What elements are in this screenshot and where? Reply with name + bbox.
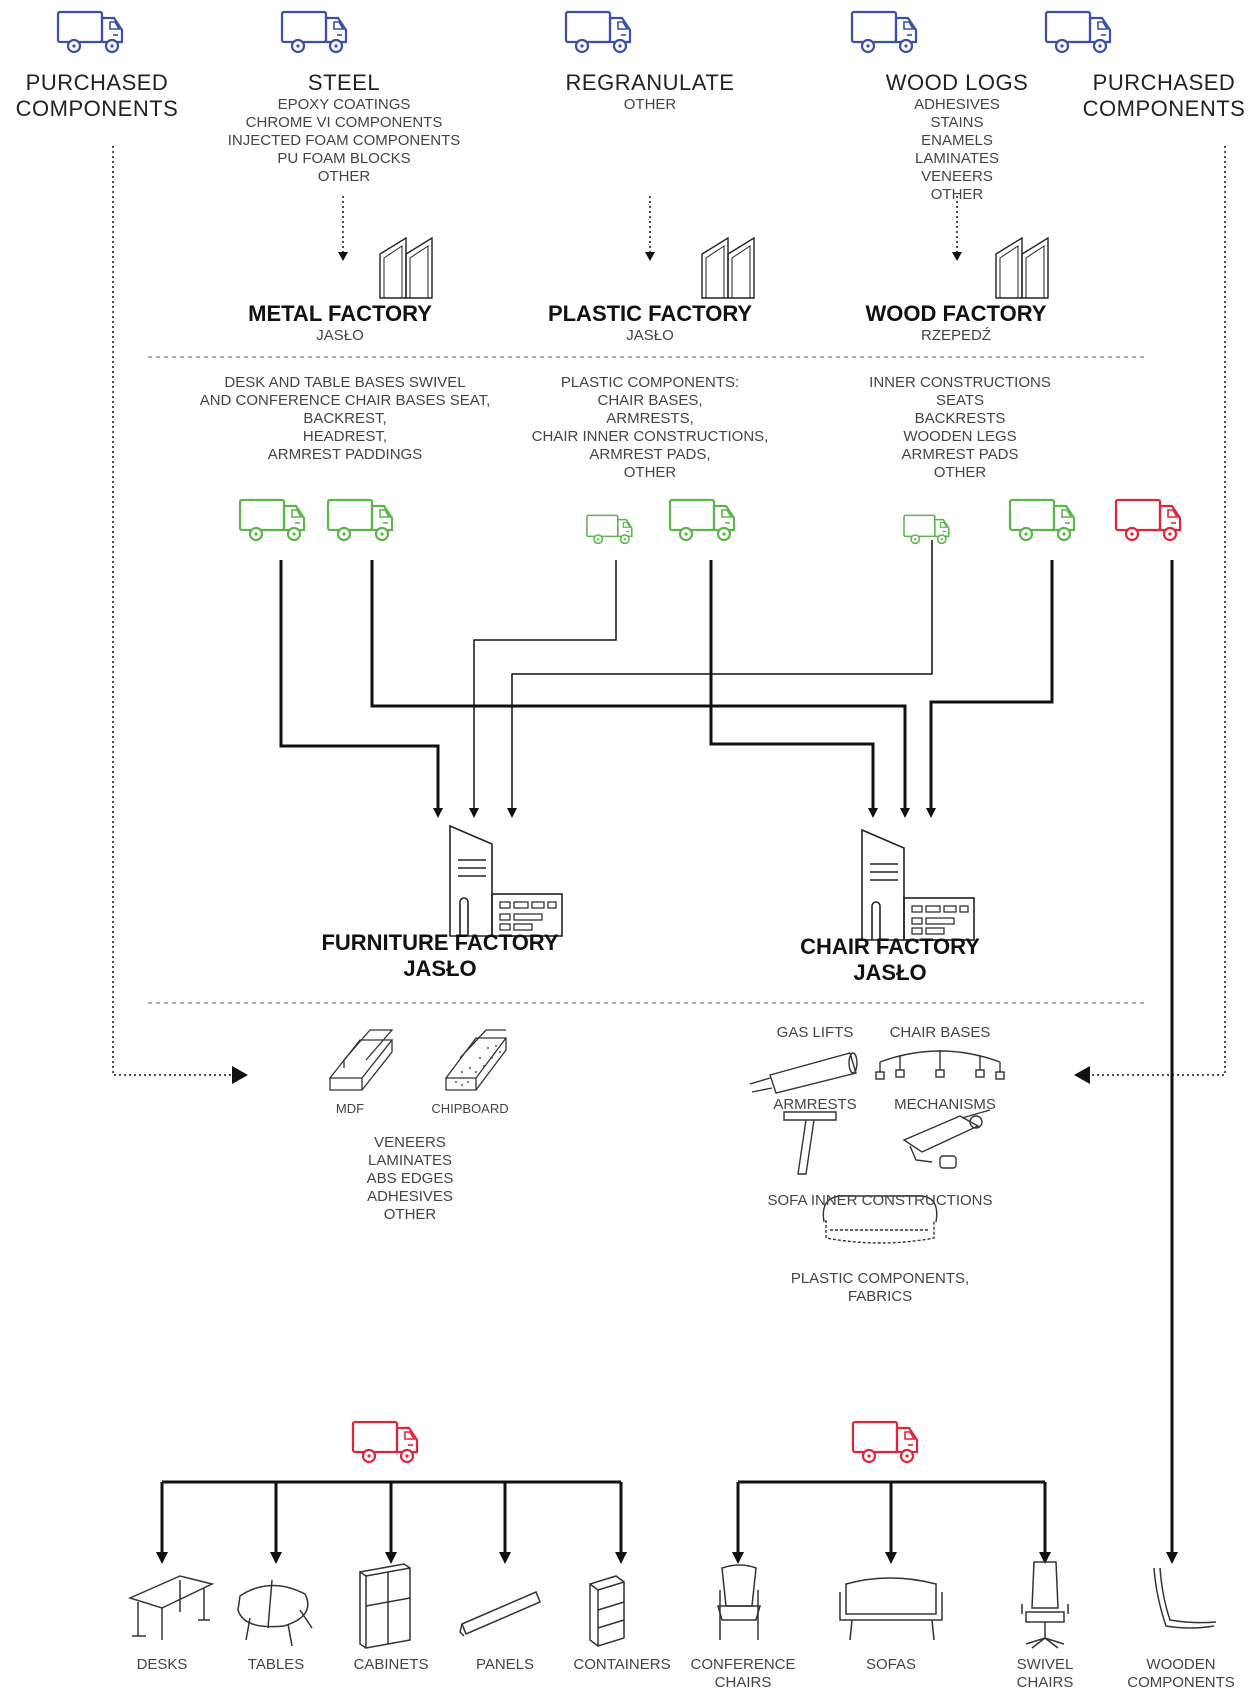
- plastic-factory-outputs: PLASTIC COMPONENTS: CHAIR BASES, ARMREST…: [500, 374, 800, 482]
- factory-icon-furniture: [450, 826, 562, 936]
- product-wooden-components: WOODEN COMPONENTS: [1116, 1656, 1246, 1692]
- product-swivel-chairs: SWIVEL CHAIRS: [1005, 1656, 1085, 1692]
- truck-icon-plastic: [670, 500, 734, 540]
- supplier-item: OTHER: [832, 186, 1082, 204]
- supplier-wood-logs: WOOD LOGS ADHESIVES STAINS ENAMELS LAMIN…: [832, 70, 1082, 204]
- table-icon: [238, 1580, 312, 1646]
- truck-icon-supplier-1: [58, 12, 122, 52]
- supplier-title-regranulate: REGRANULATE: [530, 70, 770, 96]
- chipboard-label: CHIPBOARD: [420, 1101, 520, 1117]
- product-cabinets: CABINETS: [336, 1656, 446, 1674]
- factory-icon-chair: [862, 830, 974, 940]
- supplier-title-purchased-right: PURCHASED COMPONENTS: [1070, 70, 1258, 123]
- factory-name: PLASTIC FACTORY: [520, 301, 780, 327]
- chair-distribution-lines: [738, 1482, 1045, 1552]
- mdf-label: MDF: [320, 1101, 380, 1117]
- chipboard-icon: [446, 1030, 506, 1090]
- furniture-factory-label: FURNITURE FACTORY JASŁO: [300, 930, 580, 983]
- mechanisms-label: MECHANISMS: [880, 1096, 1010, 1114]
- flow-lines-thick: [281, 560, 1052, 808]
- factory-location: JASŁO: [300, 956, 580, 982]
- metal-factory-label: METAL FACTORY JASŁO: [210, 301, 470, 345]
- gas-lift-icon: [750, 1053, 857, 1093]
- supplier-item: CHROME VI COMPONENTS: [194, 114, 494, 132]
- mdf-icon: [330, 1030, 392, 1090]
- container-icon: [590, 1576, 624, 1646]
- truck-icon-furniture-dispatch: [353, 1422, 417, 1462]
- armrest-icon: [784, 1112, 836, 1174]
- product-conference-chairs: CONFERENCE CHAIRS: [678, 1656, 808, 1692]
- furniture-distribution-lines: [162, 1482, 621, 1552]
- chair-bases-label: CHAIR BASES: [876, 1024, 1004, 1042]
- factory-location: JASŁO: [520, 327, 780, 345]
- factory-location: JASŁO: [210, 327, 470, 345]
- factory-icon-metal: [380, 238, 432, 298]
- plastic-factory-label: PLASTIC FACTORY JASŁO: [520, 301, 780, 345]
- supplier-title-steel: STEEL: [194, 70, 494, 96]
- supplier-item: ENAMELS: [832, 132, 1082, 150]
- sofa-inner-label: SOFA INNER CONSTRUCTIONS: [740, 1192, 1020, 1210]
- armrests-label: ARMRESTS: [760, 1096, 870, 1114]
- supplier-title-wood-logs: WOOD LOGS: [832, 70, 1082, 96]
- supplier-regranulate: REGRANULATE OTHER: [530, 70, 770, 114]
- factory-name: FURNITURE FACTORY: [300, 930, 580, 956]
- panel-icon: [460, 1592, 540, 1636]
- sofa-icon: [840, 1578, 942, 1640]
- factory-name: METAL FACTORY: [210, 301, 470, 327]
- supplier-item: EPOXY COATINGS: [194, 96, 494, 114]
- supplier-item: INJECTED FOAM COMPONENTS: [194, 132, 494, 150]
- furniture-other-inputs: VENEERS LAMINATES ABS EDGES ADHESIVES OT…: [330, 1134, 490, 1224]
- wood-factory-label: WOOD FACTORY RZEPEDŹ: [826, 301, 1086, 345]
- cabinet-icon: [360, 1564, 410, 1648]
- chair-factory-label: CHAIR FACTORY JASŁO: [760, 934, 1020, 987]
- product-containers: CONTAINERS: [562, 1656, 682, 1674]
- factory-icon-wood: [996, 238, 1048, 298]
- truck-icon-wooden-components: [1116, 500, 1180, 540]
- metal-factory-outputs: DESK AND TABLE BASES SWIVEL AND CONFEREN…: [170, 374, 520, 464]
- truck-icon-wood-small: [904, 515, 949, 543]
- factory-location: JASŁO: [760, 960, 1020, 986]
- supplier-item: LAMINATES: [832, 150, 1082, 168]
- product-sofas: SOFAS: [846, 1656, 936, 1674]
- supplier-item: VENEERS: [832, 168, 1082, 186]
- swivel-chair-icon: [1022, 1562, 1068, 1648]
- mechanism-icon: [904, 1110, 990, 1168]
- plastic-fabrics-label: PLASTIC COMPONENTS, FABRICS: [760, 1270, 1000, 1306]
- desk-icon: [130, 1576, 212, 1640]
- truck-icon-plastic-small: [587, 515, 632, 543]
- truck-icon-supplier-4: [852, 12, 916, 52]
- truck-icon-wood: [1010, 500, 1074, 540]
- supplier-steel: STEEL EPOXY COATINGS CHROME VI COMPONENT…: [194, 70, 494, 186]
- supplier-item: PU FOAM BLOCKS: [194, 150, 494, 168]
- flow-lines-thin: [474, 540, 932, 808]
- truck-icon-supplier-2: [282, 12, 346, 52]
- product-desks: DESKS: [122, 1656, 202, 1674]
- factory-icon-plastic: [702, 238, 754, 298]
- factory-name: CHAIR FACTORY: [760, 934, 1020, 960]
- factory-name: WOOD FACTORY: [826, 301, 1086, 327]
- supplier-title-purchased-left: PURCHASED COMPONENTS: [2, 70, 192, 123]
- truck-icon-chair-dispatch: [853, 1422, 917, 1462]
- factory-location: RZEPEDŹ: [826, 327, 1086, 345]
- product-panels: PANELS: [460, 1656, 550, 1674]
- chair-base-icon: [876, 1050, 1004, 1079]
- gas-lifts-label: GAS LIFTS: [760, 1024, 870, 1042]
- supply-dotted-arrows: [343, 196, 957, 252]
- supplier-item: OTHER: [194, 168, 494, 186]
- product-tables: TABLES: [236, 1656, 316, 1674]
- conference-chair-icon: [718, 1565, 760, 1640]
- supplier-item: STAINS: [832, 114, 1082, 132]
- truck-icon-supplier-5: [1046, 12, 1110, 52]
- wood-factory-outputs: INNER CONSTRUCTIONS SEATS BACKRESTS WOOD…: [820, 374, 1100, 482]
- wooden-component-icon: [1154, 1568, 1216, 1628]
- supplier-item: ADHESIVES: [832, 96, 1082, 114]
- truck-icon-metal-1: [240, 500, 304, 540]
- truck-icon-metal-2: [328, 500, 392, 540]
- supplier-item: OTHER: [530, 96, 770, 114]
- truck-icon-supplier-3: [566, 12, 630, 52]
